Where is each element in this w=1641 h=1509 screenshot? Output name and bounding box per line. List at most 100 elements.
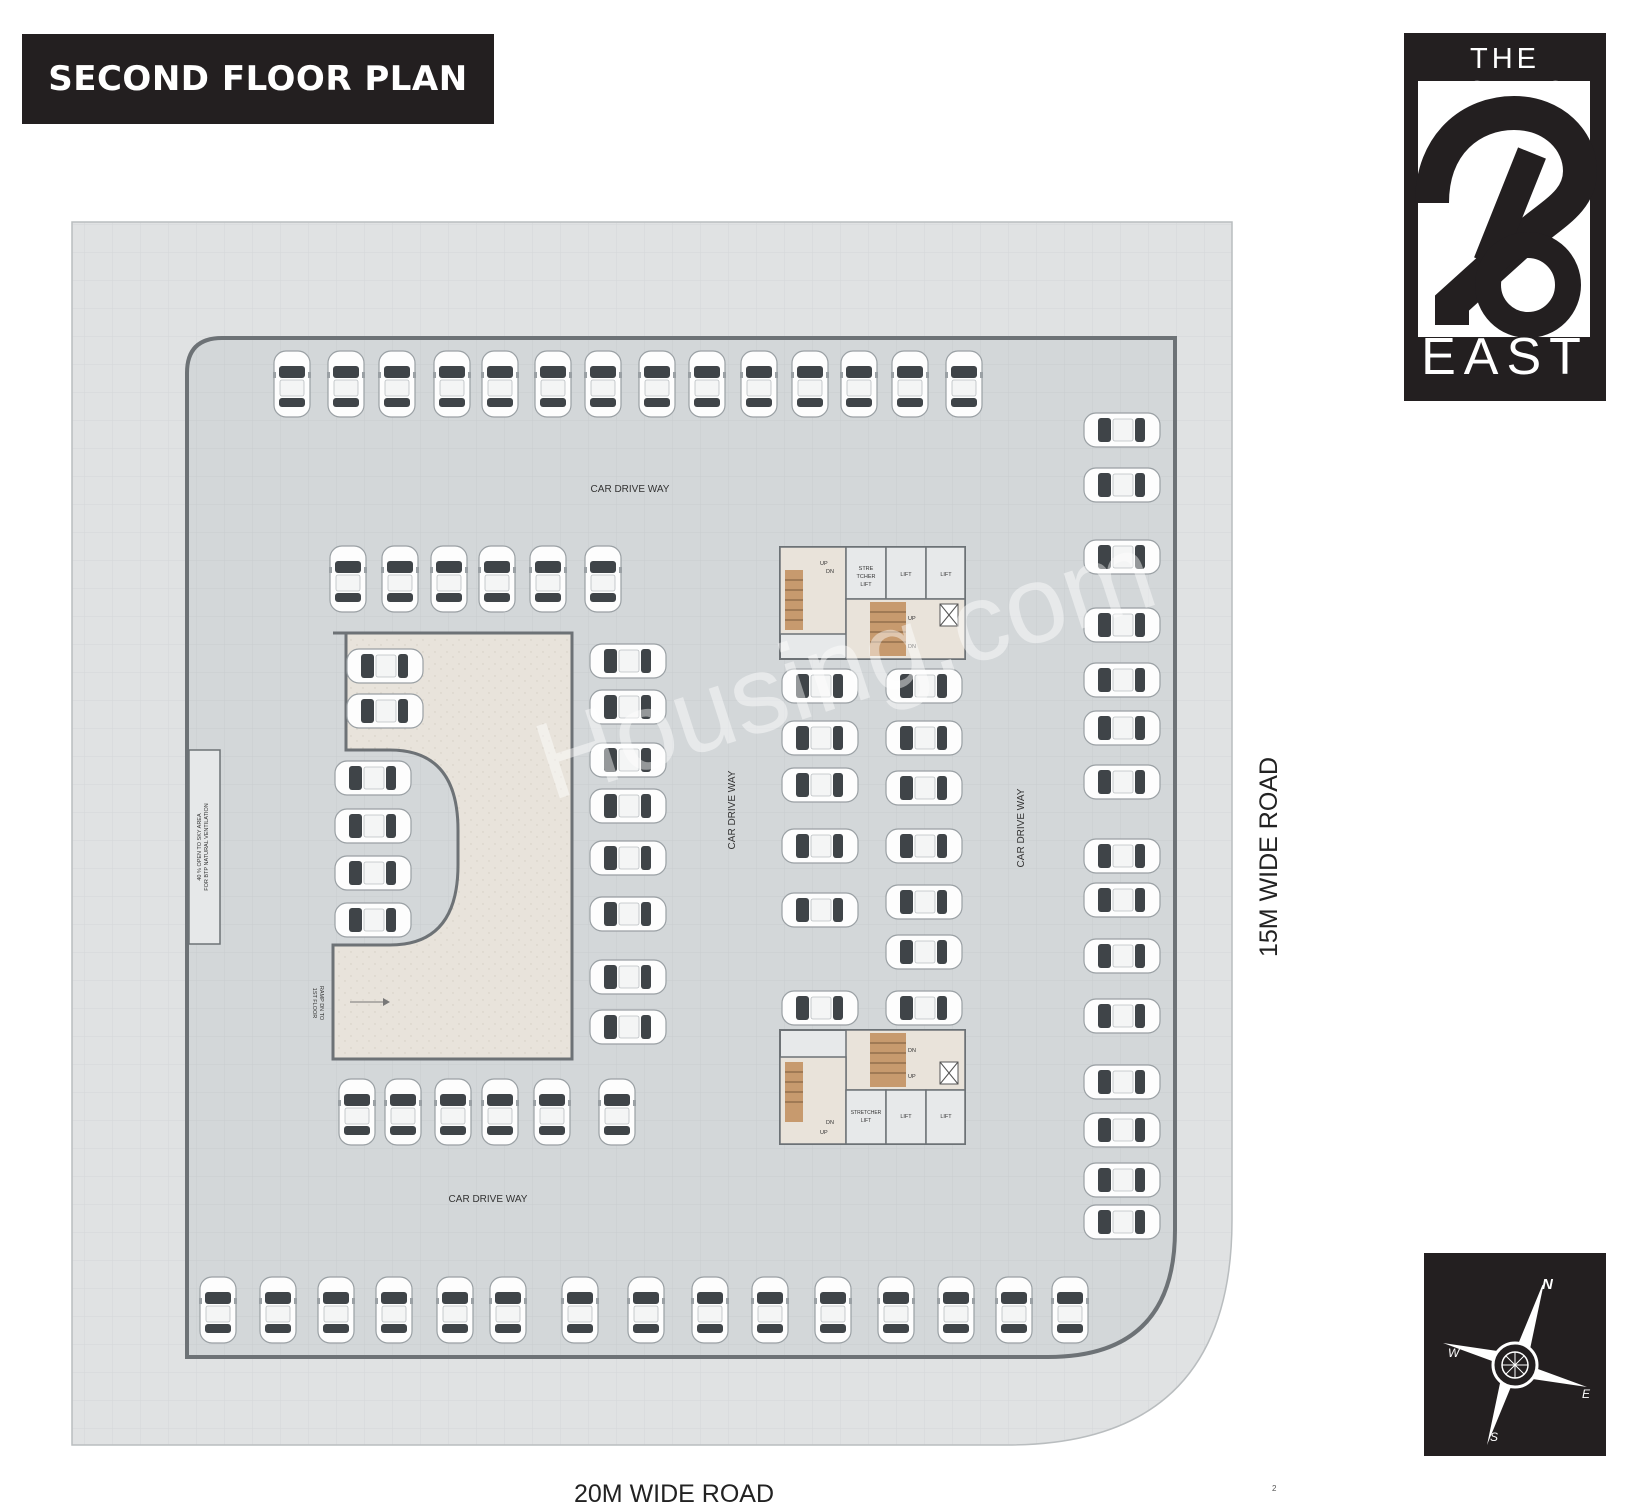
road-label-bottom: 20M WIDE ROAD	[574, 1480, 775, 1508]
road-label-right-wrap: 15M WIDE ROAD	[1255, 757, 1455, 986]
core-bottom-lift-2: LIFT	[940, 1114, 952, 1120]
compass-icon: N W E S	[1443, 1276, 1591, 1445]
core-top-lift-1: LIFT	[900, 572, 912, 578]
brand-logo: THE DOMUS EAST	[1404, 33, 1606, 401]
parking-car	[1083, 838, 1161, 874]
parking-car	[1083, 938, 1161, 974]
parking-car	[433, 1078, 473, 1146]
parking-car	[890, 350, 930, 418]
parking-car	[1050, 1276, 1090, 1344]
core-bottom-stretcher-1: STRETCHER	[851, 1110, 882, 1116]
core-bottom-dn: DN	[826, 1120, 834, 1126]
parking-car	[380, 545, 420, 613]
parking-car	[739, 350, 779, 418]
label-drive-mid2: CAR DRIVE WAY	[1016, 788, 1027, 867]
parking-car	[334, 855, 412, 891]
label-drive-mid1: CAR DRIVE WAY	[727, 770, 738, 849]
ramp-area	[331, 631, 574, 1061]
compass-e: E	[1582, 1387, 1591, 1401]
label-ramp-2: 1ST FLOOR	[311, 988, 317, 1018]
parking-car	[334, 760, 412, 796]
parking-car	[936, 1276, 976, 1344]
parking-car	[1083, 1162, 1161, 1198]
parking-car	[326, 350, 366, 418]
label-open-sky-2: FOR BTP NATURAL VENTILATION	[204, 803, 210, 891]
parking-car	[1083, 1064, 1161, 1100]
parking-car	[435, 1276, 475, 1344]
parking-car	[885, 934, 963, 970]
parking-car	[750, 1276, 790, 1344]
parking-car	[885, 770, 963, 806]
parking-car	[1083, 998, 1161, 1034]
parking-car	[885, 884, 963, 920]
parking-car	[813, 1276, 853, 1344]
parking-car	[532, 1078, 572, 1146]
core-bottom-up-2: UP	[908, 1074, 916, 1080]
parking-car	[589, 840, 667, 876]
parking-car	[198, 1276, 238, 1344]
parking-car	[583, 350, 623, 418]
core-bottom-up: UP	[820, 1130, 828, 1136]
parking-car	[1083, 412, 1161, 448]
parking-car	[1083, 662, 1161, 698]
parking-car	[480, 1078, 520, 1146]
core-bottom-dn-2: DN	[908, 1048, 916, 1054]
open-to-sky-strip	[188, 749, 221, 945]
logo-line2: EAST	[1421, 328, 1589, 386]
parking-car	[637, 350, 677, 418]
parking-car	[876, 1276, 916, 1344]
compass-rose: N W E S	[1424, 1253, 1606, 1456]
parking-car	[885, 828, 963, 864]
core-top-up: UP	[820, 561, 828, 567]
compass-s: S	[1490, 1430, 1498, 1444]
parking-car	[429, 545, 469, 613]
parking-car	[781, 767, 859, 803]
core-bottom-stretcher-2: LIFT	[861, 1118, 871, 1124]
parking-car	[626, 1276, 666, 1344]
parking-car	[346, 648, 424, 684]
parking-car	[432, 350, 472, 418]
parking-car	[374, 1276, 414, 1344]
label-drive-bottom: CAR DRIVE WAY	[449, 1194, 528, 1205]
parking-car	[589, 1009, 667, 1045]
parking-car	[839, 350, 879, 418]
parking-car	[781, 828, 859, 864]
parking-car	[377, 350, 417, 418]
parking-car	[334, 808, 412, 844]
parking-car	[1083, 882, 1161, 918]
parking-car	[272, 350, 312, 418]
parking-car	[597, 1078, 637, 1146]
road-label-right: 15M WIDE ROAD	[1255, 756, 1283, 957]
core-top-stretcher-1: STRE	[859, 566, 874, 572]
parking-car	[1083, 467, 1161, 503]
parking-car	[1083, 764, 1161, 800]
plan-title-banner: SECOND FLOOR PLAN	[22, 34, 494, 124]
parking-car	[383, 1078, 423, 1146]
parking-car	[480, 350, 520, 418]
parking-car	[337, 1078, 377, 1146]
parking-car	[944, 350, 984, 418]
core-top-dn-2: DN	[908, 644, 916, 650]
label-open-sky-1: 40 % OPEN TO SKY AREA	[197, 813, 203, 881]
core-bottom-lift-1: LIFT	[900, 1114, 912, 1120]
parking-car	[885, 990, 963, 1026]
parking-car	[690, 1276, 730, 1344]
core-top-dn: DN	[826, 569, 834, 575]
page-number: 2	[1272, 1484, 1277, 1493]
core-bottom	[779, 1029, 966, 1145]
parking-car	[1083, 1112, 1161, 1148]
core-top-stretcher-2: TCHER	[857, 574, 876, 580]
parking-car	[1083, 1204, 1161, 1240]
parking-car	[589, 959, 667, 995]
core-top-lift-2: LIFT	[940, 572, 952, 578]
parking-car	[488, 1276, 528, 1344]
parking-car	[687, 350, 727, 418]
parking-car	[346, 693, 424, 729]
compass-n: N	[1542, 1276, 1554, 1293]
parking-car	[781, 892, 859, 928]
parking-car	[328, 545, 368, 613]
parking-car	[316, 1276, 356, 1344]
label-ramp-1: RAMP DN TO	[318, 986, 324, 1021]
parking-car	[533, 350, 573, 418]
parking-car	[560, 1276, 600, 1344]
